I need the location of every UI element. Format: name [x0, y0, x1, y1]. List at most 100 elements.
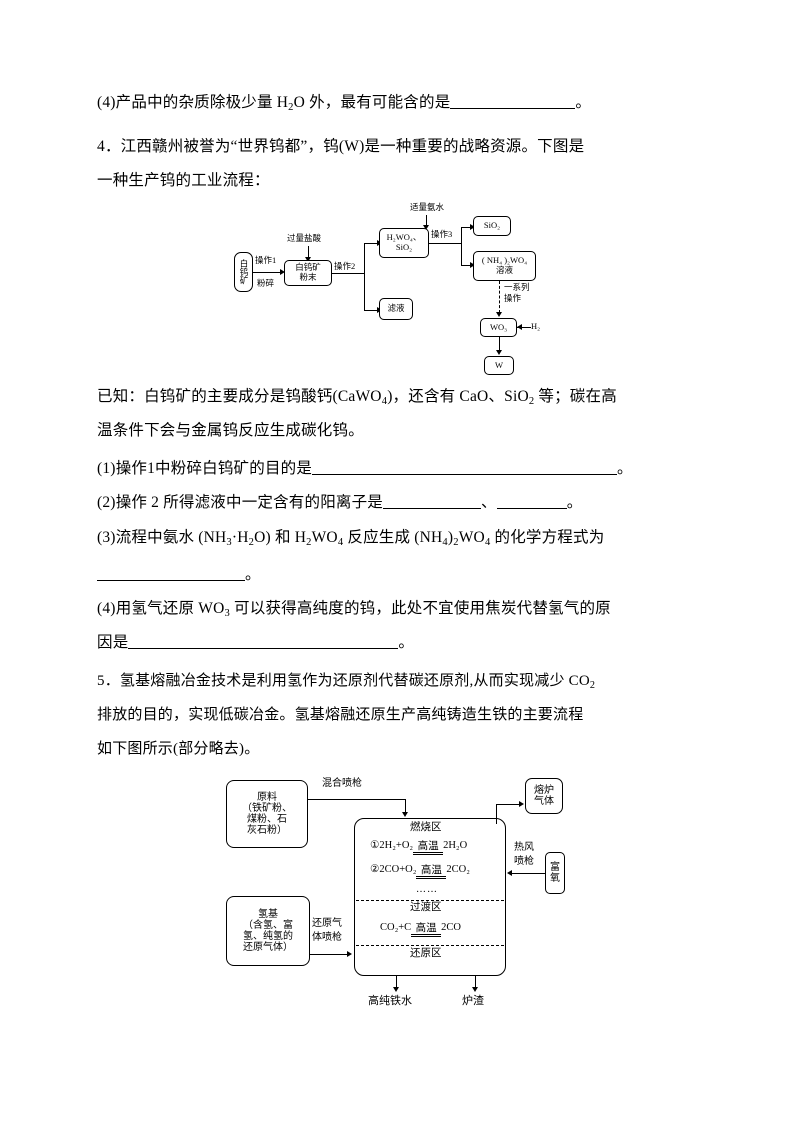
q4-sub3-label: (3) [97, 529, 116, 546]
paragraph-q4-stem: 4．江西赣州被誉为“世界钨都”，钨(W)是一种重要的战略资源。下图是 [97, 130, 707, 164]
answer-blank[interactable] [312, 460, 618, 475]
node-furnace-gas: 熔炉 气体 [525, 778, 563, 814]
reactor-zone-transition-title: 过渡区 [410, 902, 442, 913]
node-h2wo4-sio2-line1: H₂WO₄、 [386, 232, 422, 243]
arrowhead-scheelite-to-powder [280, 268, 285, 275]
q4-stem-line2: 一种生产钨的工业流程： [97, 172, 270, 189]
node-raw-material-line2: （铁矿粉、 [242, 802, 292, 814]
q4-sub4-text-a: 用氢气还原 WO [115, 600, 225, 617]
node-h2wo4-sio2: H₂WO₄、 SiO₂ [379, 228, 429, 258]
q3-item4-text-after: 。 [575, 94, 592, 111]
node-filtrate-label: 滤液 [387, 303, 405, 314]
q4-sub3-text-b: ·H [231, 529, 249, 546]
reaction-1-condition-group: 高温 [413, 841, 444, 857]
paragraph-q4-sub4-line2: 因是。 [97, 626, 707, 660]
q4-sub1-label: (1) [97, 460, 116, 477]
reaction-3-condition-group: 高温 [411, 923, 442, 939]
label-hot-blast-lance-line2: 喷枪 [514, 856, 534, 867]
edge-to-filtrate [364, 310, 378, 311]
q3-item4-sub1: 2 [288, 101, 294, 113]
arrowhead-wo3-to-w [496, 350, 502, 355]
q4-known-text-c: 等；碳在高 [534, 388, 617, 405]
q4-sub2-separator: 、 [481, 494, 497, 511]
node-sio2: SiO₂ [473, 216, 511, 236]
q4-stem-line1: 江西赣州被誉为“世界钨都”，钨(W)是一种重要的战略资源。下图是 [120, 138, 585, 155]
edge-to-h2wo4 [364, 243, 378, 244]
label-operation-2: 操作2 [334, 261, 356, 271]
paragraph-q4-known-1: 已知：白钨矿的主要成分是钨酸钙(CaWO4)，还含有 CaO、SiO2 等；碳在… [97, 380, 707, 419]
edge-wo3-to-w [499, 337, 500, 351]
paragraph-q3-item4: (4)产品中的杂质除极少量 H2O 外，最有可能含的是。 [97, 86, 707, 125]
label-output-slag: 炉渣 [462, 995, 484, 1007]
edge-op3-trunk [429, 243, 461, 244]
arrowhead-hcl-input [305, 257, 311, 262]
edge-raw-material-horizontal [308, 799, 406, 800]
edge-iron-output [396, 976, 397, 988]
q5-line3-text: 如下图所示(部分略去)。 [97, 741, 260, 757]
q4-sub3-text-a: 流程中氨水 (NH [115, 529, 227, 546]
reaction-3-right: 2CO [441, 922, 462, 933]
arrowhead-h2-input [517, 323, 522, 330]
q4-known-sub-2: 2 [528, 395, 535, 407]
edge-ammonia-input [426, 215, 427, 226]
arrowhead-slag-output [472, 987, 478, 992]
node-furnace-gas-line2: 气体 [534, 796, 554, 807]
label-crush: 粉碎 [257, 278, 275, 288]
q4-sub1-text: 操作1中粉碎白钨矿的目的是 [115, 460, 313, 477]
answer-blank[interactable] [128, 634, 399, 649]
edge-scheelite-to-powder [253, 272, 281, 273]
reaction-2-condition-group: 高温 [416, 865, 447, 881]
answer-blank[interactable] [383, 494, 481, 509]
reaction-3-arrow-line [411, 936, 442, 939]
q3-item4-text-mid: O 外，最有可能含的是 [293, 94, 451, 111]
q5-line2-text: 排放的目的，实现低碳冶金。氢基熔融还原生产高纯铸造生铁的主要流程 [97, 707, 584, 723]
q4-sub3-sub-c: 2 [306, 536, 312, 548]
q4-sub3-text-h: 的化学方程式为 [490, 529, 605, 546]
q4-known-sub-1: 4 [381, 395, 388, 407]
node-ammonium-tungstate-solution: ( NH₄ )₂WO₄ 溶液 [473, 251, 536, 281]
q4-sub4-sub-a: 3 [224, 607, 230, 619]
q4-sub3-sub-b: 2 [248, 536, 255, 548]
label-hot-blast-lance-line1: 热风 [514, 842, 534, 853]
q4-sub3-tail: 。 [245, 566, 261, 583]
q4-sub4-label: (4) [97, 600, 116, 617]
edge-slag-output [475, 976, 476, 988]
label-operation-1: 操作1 [255, 255, 277, 265]
node-sio2-label: SiO₂ [483, 220, 501, 231]
node-h2wo4-sio2-line2: SiO₂ [395, 242, 413, 252]
edge-h2-input [517, 327, 531, 328]
q5-line1-sub: 2 [589, 679, 596, 691]
node-ammonium-tungstate-line1: ( NH₄ )₂WO₄ [481, 255, 528, 266]
edge-hydrogen-base-to-reactor [310, 954, 348, 955]
label-operation-3: 操作3 [431, 229, 453, 239]
answer-blank[interactable] [97, 566, 245, 581]
node-oxygen-rich-line1: 富 [550, 861, 560, 873]
q4-sub3-text-f: ) [447, 529, 454, 546]
edge-oxygen-to-reactor [512, 873, 546, 874]
node-raw-material-line1: 原料 [257, 791, 277, 803]
paragraph-q4-sub3-blank-line: 。 [97, 558, 707, 592]
q4-sub3-sub-f: 2 [453, 536, 459, 548]
node-ammonium-tungstate-line2: 溶液 [495, 265, 513, 275]
reaction-1-right: 2H₂O [443, 840, 468, 851]
q4-sub2-text: 操作 2 所得滤液中一定含有的阳离子是 [115, 494, 383, 511]
reactor-divider-combustion-transition [356, 900, 504, 901]
answer-blank[interactable] [450, 94, 576, 109]
q4-known-text-a: 已知：白钨矿的主要成分是钨酸钙(CaWO [97, 388, 382, 405]
label-appropriate-ammonia: 适量氨水 [410, 202, 445, 212]
node-scheelite-powder: 白钨矿 粉末 [284, 260, 332, 286]
edge-powder-branch-vertical [364, 243, 365, 310]
arrowhead-raw-material-into-reactor [402, 812, 408, 817]
node-wo3-label: WO₃ [489, 321, 508, 332]
q4-sub3-text-g: WO [458, 529, 485, 546]
answer-blank[interactable] [496, 494, 567, 509]
paragraph-q5-line3: 如下图所示(部分略去)。 [97, 732, 707, 766]
arrowhead-furnace-gas [519, 800, 524, 807]
arrowhead-oxygen-to-reactor [507, 869, 512, 876]
node-scheelite-label: 白钨矿 [239, 259, 249, 285]
paragraph-q4-sub1: (1)操作1中粉碎白钨矿的目的是。 [97, 452, 707, 486]
q4-sub3-sub-e: 4 [442, 536, 448, 548]
